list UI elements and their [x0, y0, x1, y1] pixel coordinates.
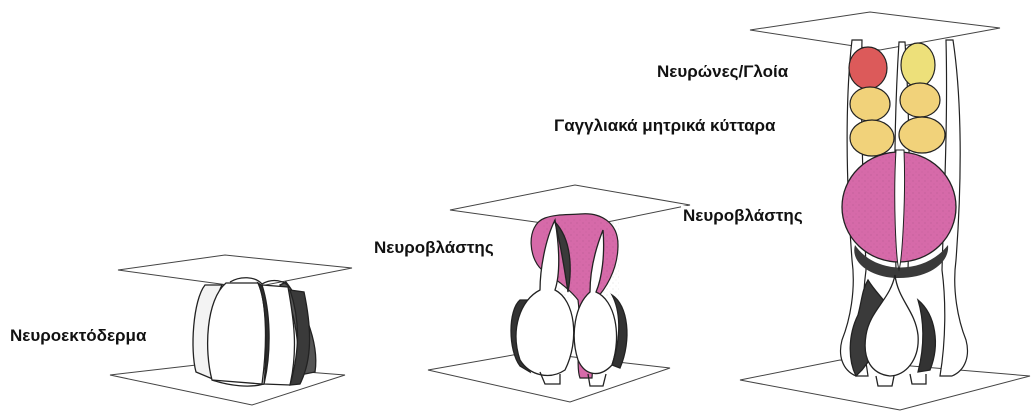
label-neuroblast-stage2: Νευροβλάστης: [372, 238, 496, 258]
gmc-1: [850, 87, 890, 121]
neuron-red: [849, 47, 887, 89]
gmc-4: [899, 117, 945, 153]
label-neuroectoderm: Νευροεκτόδερμα: [8, 326, 148, 346]
label-neurons-glia: Νευρώνες/Γλοία: [655, 62, 790, 82]
gmc-3: [850, 120, 894, 156]
neuroectoderm-cells-3: [850, 275, 935, 386]
label-neuroblast-stage3: Νευροβλάστης: [681, 206, 805, 226]
gmc-2: [900, 83, 940, 117]
apical-membrane-3: [750, 12, 1000, 50]
neuroectoderm-cells: [193, 278, 316, 386]
stage-neuroblast: [428, 185, 690, 402]
label-ganglion-mother-cells: Γαγγλιακά μητρικά κύτταρα: [552, 116, 778, 136]
neuron-yellow: [901, 43, 935, 87]
